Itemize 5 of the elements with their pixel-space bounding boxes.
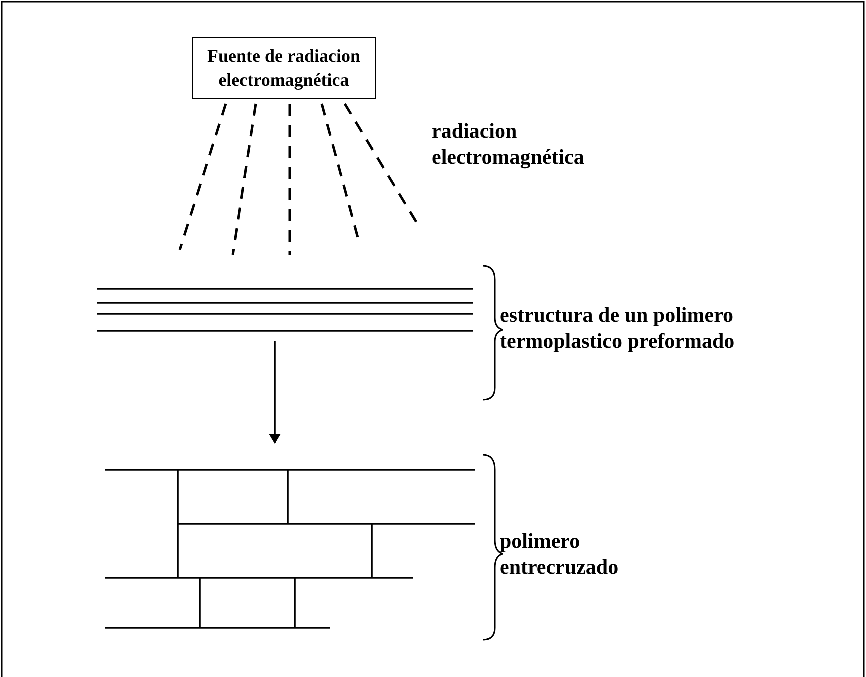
radiation-label: radiacion electromagnética bbox=[432, 118, 586, 170]
source-box: Fuente de radiacion electromagnética bbox=[192, 37, 376, 99]
caption-text: estructura de un polimero termoplastico preformado bbox=[500, 302, 736, 354]
arrow bbox=[269, 341, 281, 444]
caption-text: polimero entrecruzado bbox=[500, 528, 620, 580]
